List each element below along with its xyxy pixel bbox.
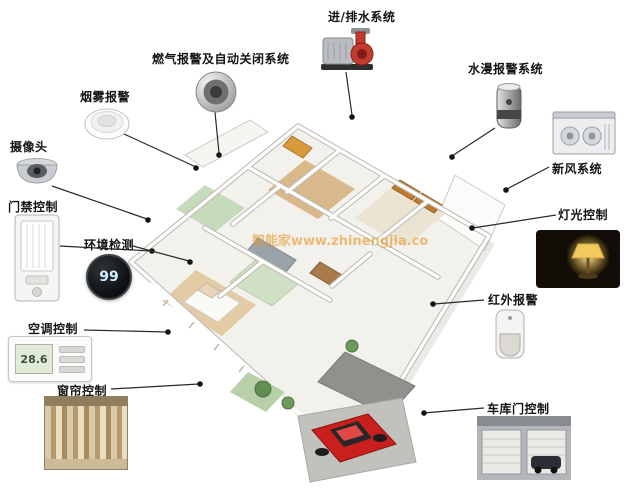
- label-light-control: 灯光控制: [558, 208, 609, 222]
- gas-alarm-icon: [195, 71, 237, 113]
- label-smoke-alarm: 烟雾报警: [80, 90, 131, 104]
- label-ac-control: 空调控制: [28, 322, 79, 336]
- label-access-control: 门禁控制: [8, 200, 59, 214]
- thermostat-icon: 99: [86, 254, 132, 300]
- label-garage-control: 车库门控制: [487, 402, 550, 416]
- water-pump-icon: [318, 24, 376, 72]
- lamp-photo-icon: [536, 230, 620, 288]
- ac-controller-icon: 28.6: [8, 336, 92, 382]
- access-panel-icon: [14, 214, 60, 302]
- garage-photo-icon: [477, 416, 571, 480]
- ac-buttons: [59, 343, 85, 376]
- ac-display: 28.6: [15, 344, 53, 374]
- fresh-air-unit-icon: [552, 108, 616, 156]
- curtain-photo-icon: [44, 396, 128, 470]
- label-water-system: 进/排水系统: [328, 10, 396, 24]
- label-gas-alarm: 燃气报警及自动关闭系统: [152, 52, 290, 66]
- smoke-detector-icon: [84, 104, 130, 142]
- label-curtain-control: 窗帘控制: [57, 384, 108, 398]
- label-flood-alarm: 水漫报警系统: [468, 62, 544, 76]
- label-infrared-alarm: 红外报警: [488, 293, 539, 307]
- infrared-sensor-icon: [494, 308, 526, 360]
- label-env-monitor: 环境检测: [84, 238, 135, 252]
- label-camera: 摄像头: [10, 140, 48, 154]
- thermostat-reading: 99: [99, 269, 119, 285]
- dome-camera-icon: [14, 156, 60, 194]
- label-fresh-air: 新风系统: [552, 162, 603, 176]
- flood-alarm-icon: [490, 80, 528, 132]
